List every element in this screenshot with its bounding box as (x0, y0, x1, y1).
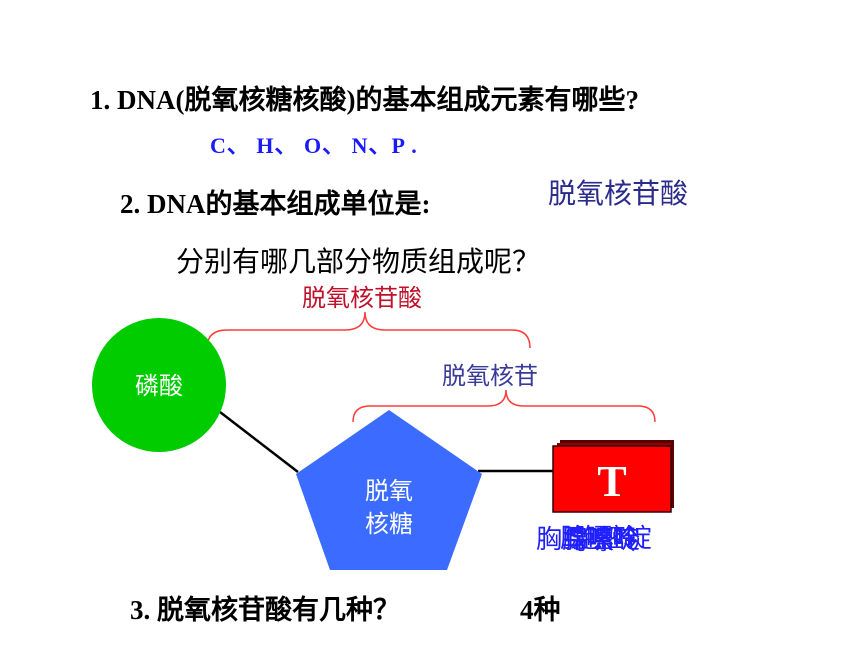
question-3: 3. 脱氧核苷酸有几种？ (130, 595, 400, 625)
brace-nucleoside-label: 脱氧核苷 (442, 362, 538, 390)
sugar-label-line1: 脱氧 (365, 477, 413, 505)
base-name-thymine: 胸腺嘧啶 (536, 525, 640, 555)
phosphate-circle (92, 318, 226, 452)
question-2: 2. DNA的基本组成单位是: (120, 189, 431, 219)
phosphate-label: 磷酸 (135, 372, 183, 400)
deoxyribose-pentagon (296, 410, 482, 570)
question-1: 1. DNA(脱氧核糖核酸)的基本组成元素有哪些? (90, 85, 639, 115)
base-letter: T (597, 457, 626, 506)
brace-nucleoside (352, 389, 656, 423)
answer-3-count: 4种 (520, 595, 561, 625)
bond-phosphate-sugar (219, 411, 299, 473)
answer-1-elements: C、 H、 O、 N、P . (210, 133, 418, 158)
base-box (552, 445, 672, 513)
sub-question: 分别有哪几部分物质组成呢？ (176, 245, 541, 278)
sugar-label-line2: 核糖 (365, 510, 413, 538)
brace-nucleotide (206, 311, 531, 349)
brace-nucleotide-label: 脱氧核苷酸 (302, 284, 422, 312)
answer-2-unit: 脱氧核苷酸 (548, 177, 689, 210)
base-name-cytosine: 胞嘧啶 (574, 524, 652, 554)
base-name-adenine: 腺嘌呤 (560, 524, 638, 554)
base-name-guanine: 鸟嘌呤 (562, 526, 640, 556)
